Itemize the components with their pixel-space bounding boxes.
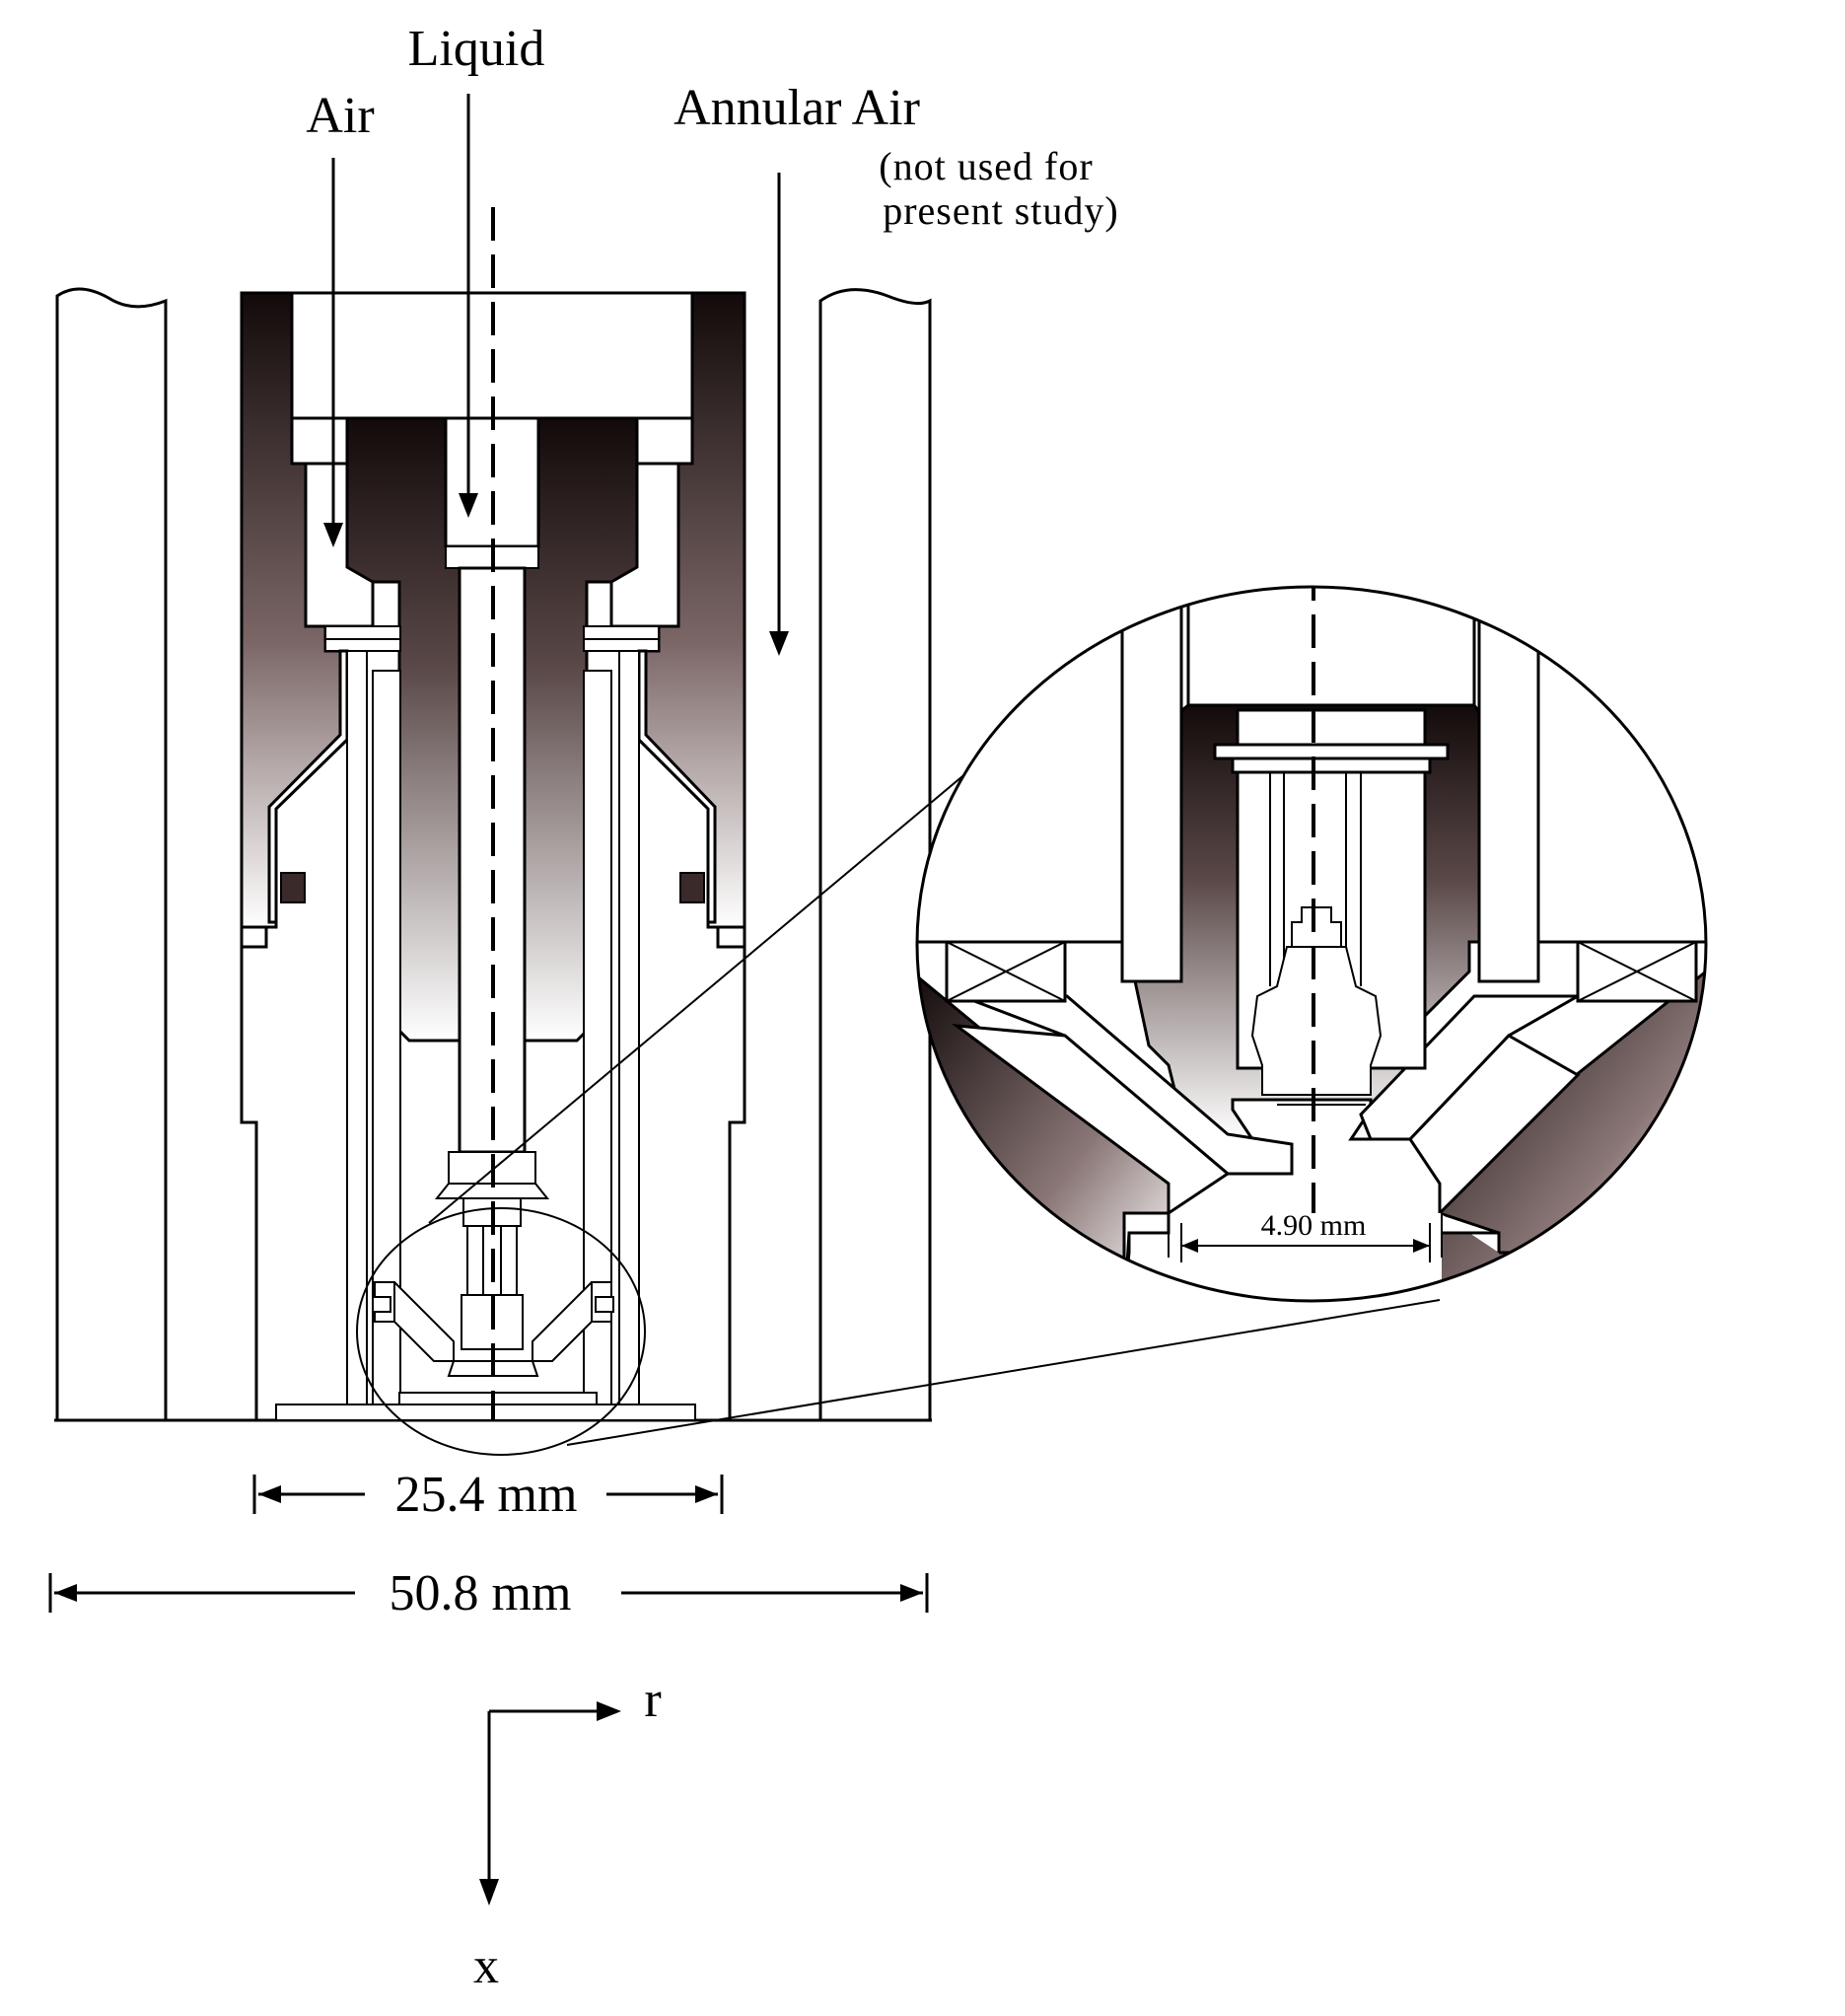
flow-labels: Liquid Air Annular Air (not used for pre… [306, 21, 1118, 656]
arrowhead-annular-air [769, 631, 789, 656]
label-air: Air [306, 88, 374, 144]
dimension-detail-label: 4.90 mm [1261, 1209, 1367, 1242]
label-annular-air: Annular Air [674, 80, 920, 136]
label-annular-note-2: present study) [883, 188, 1119, 233]
label-annular-note-1: (not used for [879, 144, 1093, 188]
axis-r-arrowhead [597, 1701, 621, 1721]
nozzle-body [240, 207, 746, 1421]
axis-x-arrowhead [479, 1879, 499, 1906]
main-assembly [54, 207, 932, 1456]
detail-magnified-circle [915, 585, 1708, 1303]
coordinate-axes: r x [473, 1672, 662, 1994]
detail-view: 4.90 mm [915, 585, 1708, 1303]
seal-box-left [945, 940, 1067, 1003]
dimension-inner-label: 25.4 mm [395, 1467, 578, 1523]
axis-r-label: r [644, 1672, 661, 1728]
dimension-outer-label: 50.8 mm [390, 1565, 572, 1621]
dimension-inner: 25.4 mm [252, 1467, 724, 1523]
dimension-detail: 4.90 mm [1180, 1209, 1431, 1262]
callout-lines [428, 689, 1441, 1446]
detail-callout-circle [356, 1207, 646, 1456]
dimension-outer: 50.8 mm [48, 1565, 929, 1621]
label-liquid: Liquid [408, 21, 545, 77]
seal-box-right [1576, 940, 1698, 1003]
axis-x-label: x [473, 1938, 499, 1994]
arrowhead-liquid [459, 493, 478, 518]
arrowhead-air [323, 523, 343, 547]
